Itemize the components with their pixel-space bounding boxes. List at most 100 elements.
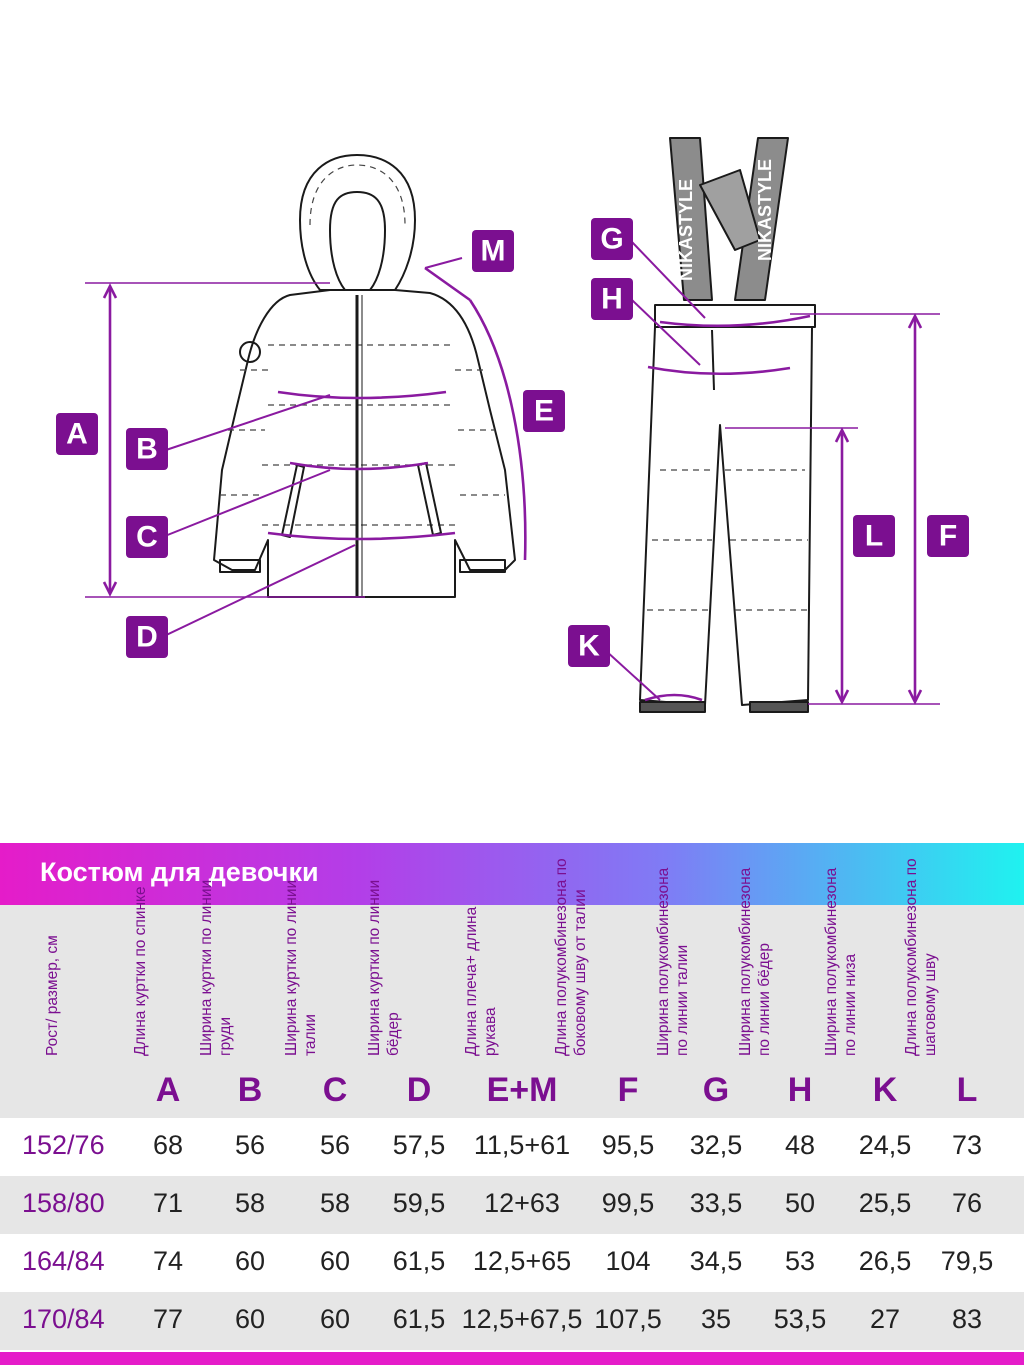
- column-letter: F: [617, 1071, 639, 1109]
- value-cell: 71: [152, 1188, 184, 1218]
- svg-text:C: C: [136, 521, 158, 554]
- column-letter: A: [155, 1071, 181, 1109]
- value-cell: 107,5: [594, 1304, 662, 1334]
- value-cell: 60: [234, 1246, 266, 1276]
- svg-text:A: A: [66, 418, 88, 451]
- svg-text:G: G: [600, 223, 623, 256]
- svg-text:E: E: [534, 395, 554, 428]
- label-C: C: [126, 516, 168, 558]
- value-cell: 12,5+67,5: [461, 1304, 583, 1334]
- value-cell: 11,5+61: [473, 1130, 571, 1160]
- value-cell: 73: [951, 1130, 983, 1160]
- value-cell: 77: [152, 1304, 184, 1334]
- value-cell: 48: [784, 1130, 816, 1160]
- value-cell: 79,5: [940, 1246, 994, 1276]
- jacket-drawing: [213, 154, 516, 598]
- column-letter: L: [956, 1071, 978, 1109]
- value-cell: 60: [234, 1304, 266, 1334]
- table-row: 164/84 74 60 60 61,5 12,5+65 104 34,5 53…: [0, 1234, 1024, 1292]
- svg-text:D: D: [136, 621, 158, 654]
- value-cell: 26,5: [858, 1246, 912, 1276]
- table-header: Рост/ размер, см Длина куртки по спинке …: [0, 858, 1024, 1118]
- value-cell: 35: [700, 1304, 732, 1334]
- svg-text:H: H: [601, 283, 623, 316]
- column-letter: B: [237, 1071, 263, 1109]
- column-letter: C: [322, 1071, 348, 1109]
- value-cell: 74: [152, 1246, 184, 1276]
- size-cell: 152/76: [22, 1130, 105, 1160]
- column-desc: Ширина куртки по линии бёдер: [366, 879, 402, 1056]
- value-cell: 53: [784, 1246, 816, 1276]
- svg-text:M: M: [481, 235, 506, 268]
- value-cell: 56: [319, 1130, 351, 1160]
- strap-brand-right: NIKASTYLE: [755, 159, 775, 261]
- jacket-measurements: [85, 257, 527, 639]
- label-L: L: [853, 515, 895, 557]
- size-column-header: Рост/ размер, см: [44, 935, 61, 1056]
- bottom-accent-bar: [0, 1352, 1024, 1365]
- value-cell: 57,5: [392, 1130, 446, 1160]
- strap-brand-left: NIKASTYLE: [676, 179, 696, 281]
- value-cell: 12,5+65: [472, 1246, 572, 1276]
- column-desc: Длина полукомбинезона по шаговому шву: [903, 858, 939, 1056]
- value-cell: 34,5: [689, 1246, 743, 1276]
- column-desc: Ширина куртки по линии груди: [198, 879, 234, 1056]
- column-letter: E+M: [486, 1071, 558, 1109]
- label-A: A: [56, 413, 98, 455]
- svg-text:K: K: [578, 630, 600, 663]
- value-cell: 24,5: [858, 1130, 912, 1160]
- column-letter: H: [787, 1071, 813, 1109]
- value-cell: 95,5: [601, 1130, 655, 1160]
- value-cell: 25,5: [858, 1188, 912, 1218]
- value-cell: 99,5: [601, 1188, 655, 1218]
- value-cell: 56: [234, 1130, 266, 1160]
- label-E: E: [523, 390, 565, 432]
- table-title: Костюм для девочки: [40, 857, 319, 887]
- svg-text:L: L: [865, 520, 883, 553]
- value-cell: 33,5: [689, 1188, 743, 1218]
- value-cell: 12+63: [484, 1188, 560, 1218]
- label-D: D: [126, 616, 168, 658]
- value-cell: 60: [319, 1304, 351, 1334]
- column-desc: Ширина полукомбинезона по линии низа: [823, 867, 859, 1056]
- pants-measurements: [604, 241, 940, 705]
- column-desc: Ширина полукомбинезона по линии талии: [655, 867, 691, 1056]
- column-desc: Длина полукомбинезона по боковому шву от…: [553, 858, 589, 1056]
- value-cell: 60: [319, 1246, 351, 1276]
- table-row: 158/80 71 58 58 59,5 12+63 99,5 33,5 50 …: [0, 1176, 1024, 1234]
- value-cell: 32,5: [689, 1130, 743, 1160]
- svg-text:F: F: [939, 520, 957, 553]
- value-cell: 68: [152, 1130, 184, 1160]
- garment-diagram: NIKASTYLE NIKASTYLE A B C D E M G H K L: [56, 137, 969, 713]
- table-row: 170/84 77 60 60 61,5 12,5+67,5 107,5 35 …: [0, 1292, 1024, 1350]
- value-cell: 59,5: [392, 1188, 446, 1218]
- column-letter: K: [872, 1071, 898, 1109]
- size-cell: 164/84: [22, 1246, 105, 1276]
- value-cell: 53,5: [773, 1304, 827, 1334]
- table-row: 152/76 68 56 56 57,5 11,5+61 95,5 32,5 4…: [0, 1118, 1024, 1176]
- svg-text:B: B: [136, 433, 158, 466]
- column-desc: Длина куртки по спинке: [132, 886, 149, 1056]
- label-M: M: [472, 230, 514, 272]
- value-cell: 61,5: [392, 1304, 446, 1334]
- value-cell: 50: [784, 1188, 816, 1218]
- value-cell: 58: [319, 1188, 351, 1218]
- column-letter: D: [406, 1071, 432, 1109]
- value-cell: 27: [869, 1304, 901, 1334]
- label-H: H: [591, 278, 633, 320]
- value-cell: 58: [234, 1188, 266, 1218]
- size-cell: 158/80: [22, 1188, 105, 1218]
- column-desc: Ширина куртки по линии талии: [283, 879, 319, 1056]
- label-G: G: [591, 218, 633, 260]
- table-title-banner: Костюм для девочки: [0, 843, 1024, 905]
- pants-drawing: NIKASTYLE NIKASTYLE: [639, 137, 816, 713]
- label-B: B: [126, 428, 168, 470]
- column-letter: G: [702, 1071, 730, 1109]
- label-K: K: [568, 625, 610, 667]
- size-cell: 170/84: [22, 1304, 105, 1334]
- value-cell: 76: [951, 1188, 983, 1218]
- column-desc: Длина плеча+ длина рукава: [463, 906, 499, 1056]
- value-cell: 104: [605, 1246, 651, 1276]
- value-cell: 61,5: [392, 1246, 446, 1276]
- value-cell: 83: [951, 1304, 983, 1334]
